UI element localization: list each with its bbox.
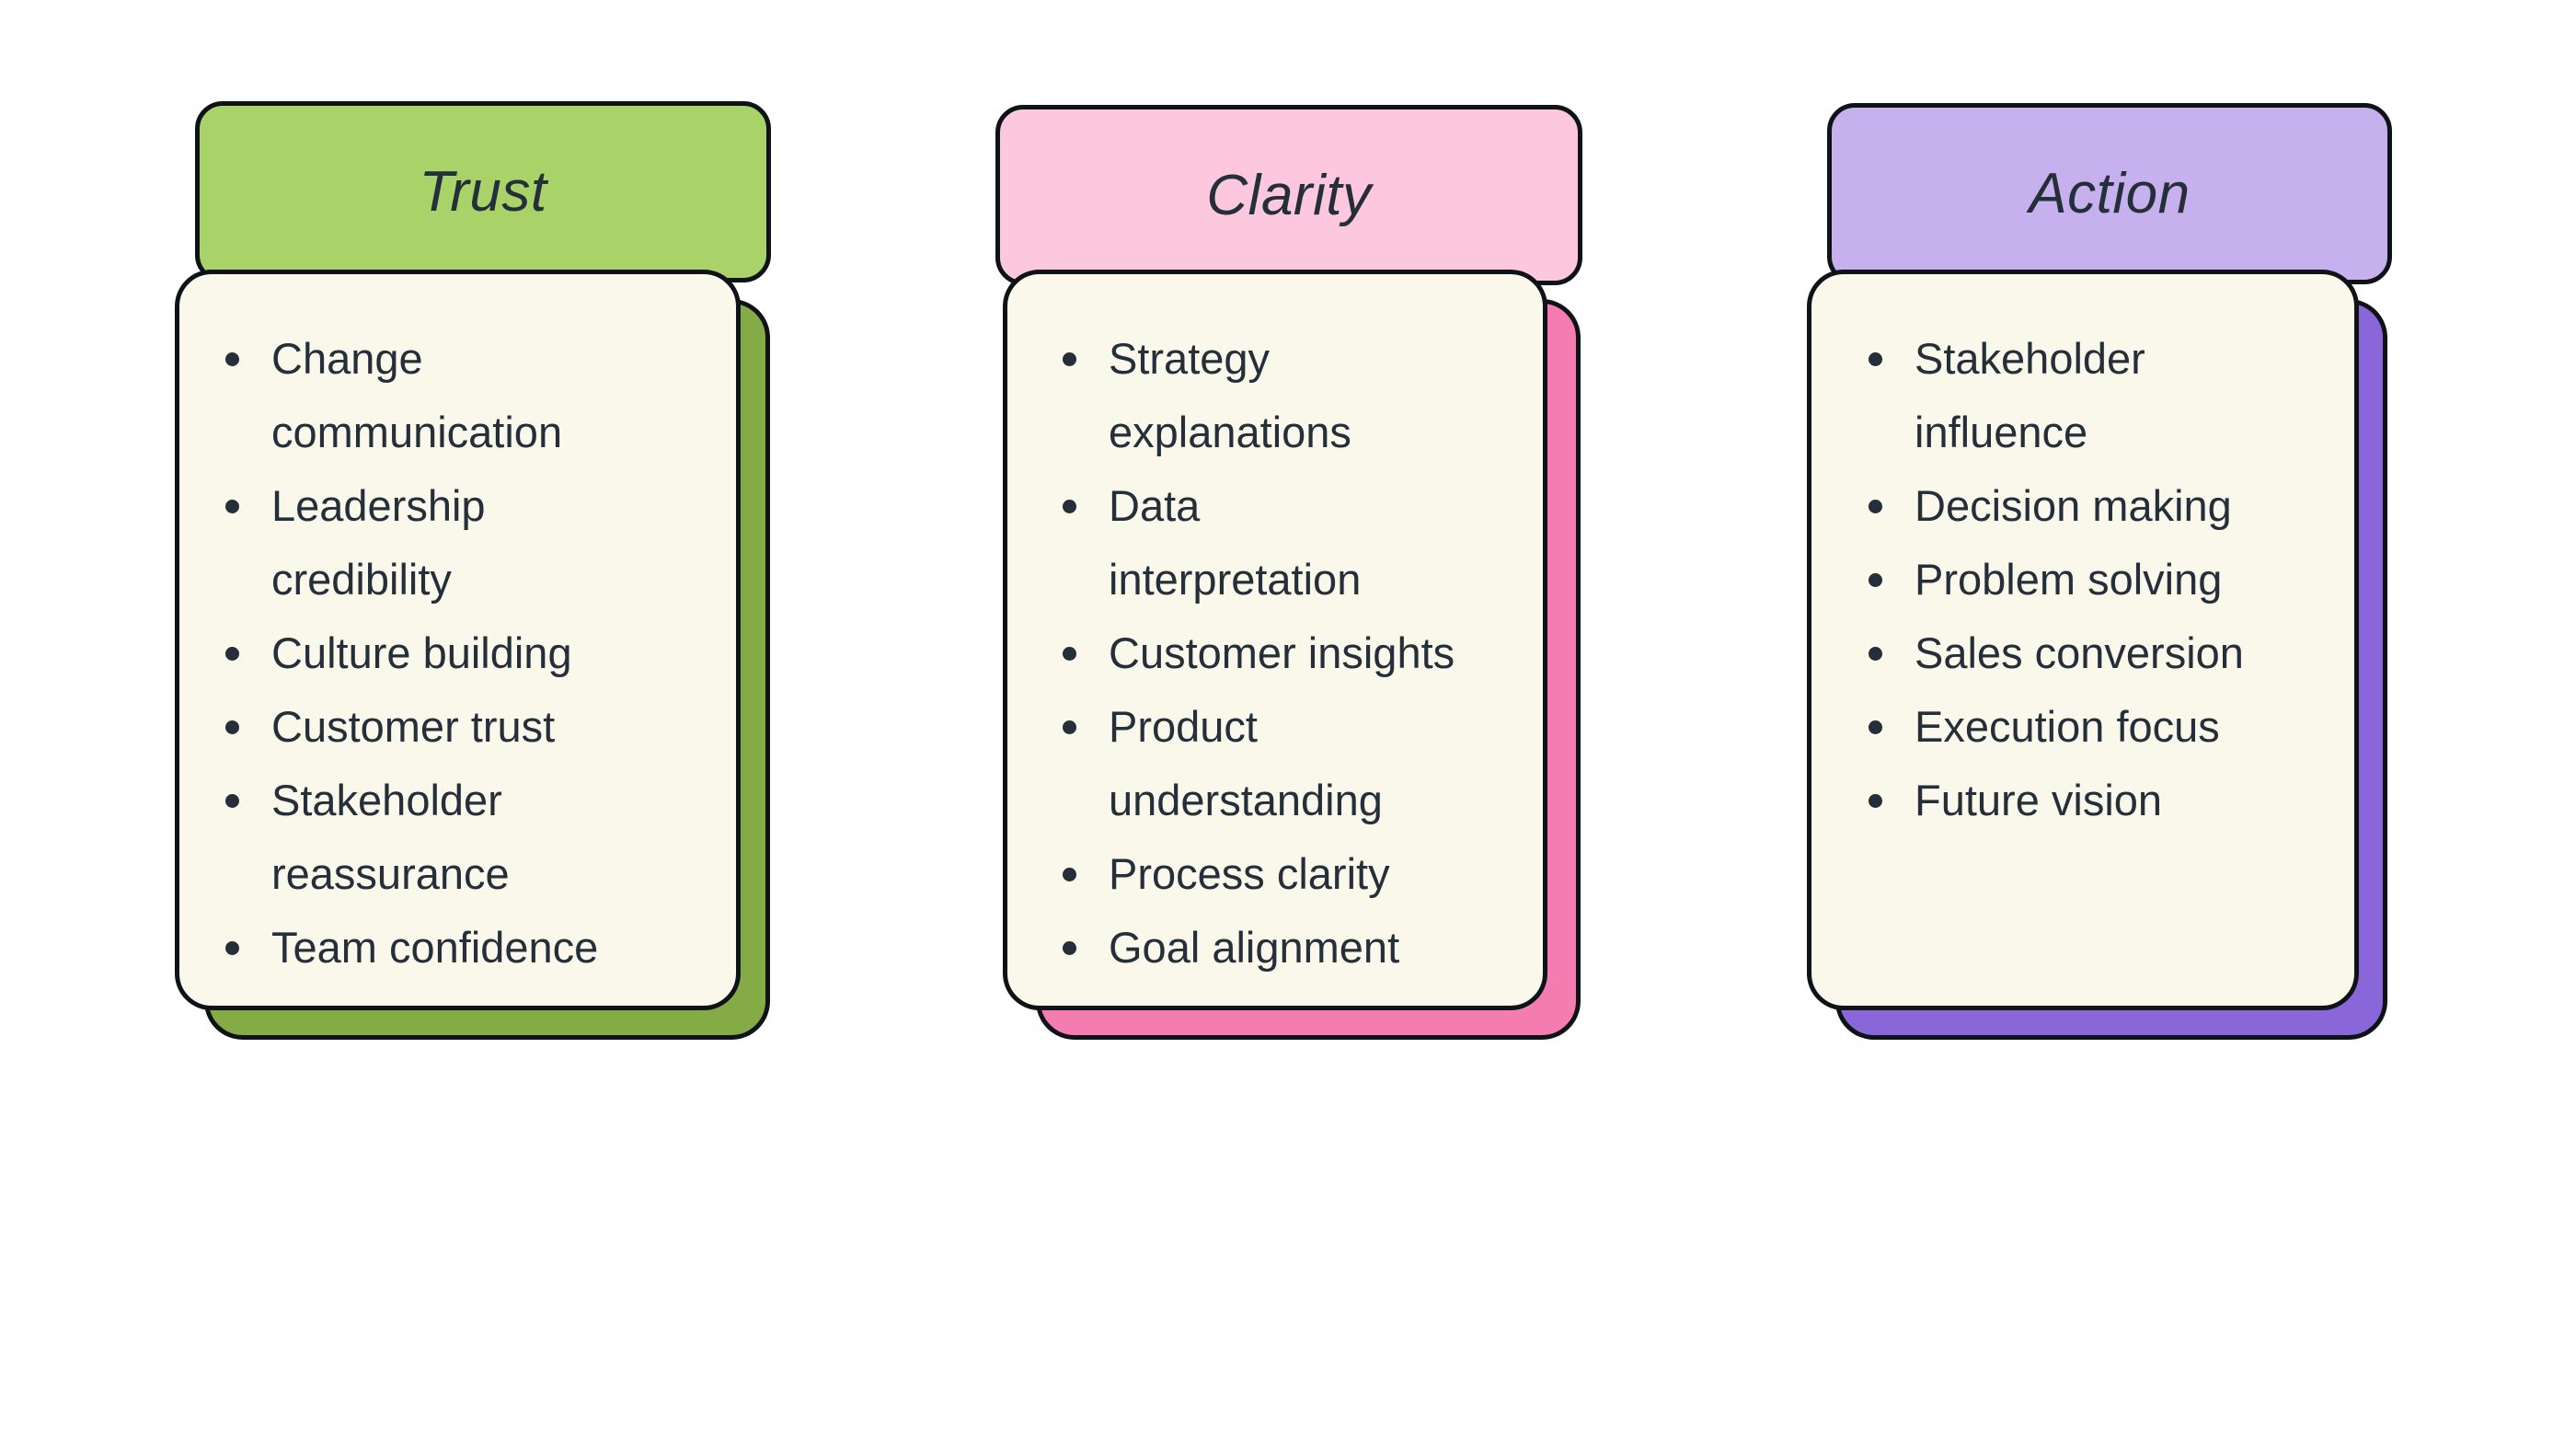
list-item: Sales conversion [1867,616,2287,690]
list-item: Team confidence [224,911,639,985]
list-item: Process clarity [1061,837,1459,911]
list-item: Culture building [224,616,639,690]
list-item: Execution focus [1867,690,2287,764]
list-item: Customer insights [1061,616,1459,690]
clarity-card-title: Clarity [1206,163,1372,227]
list-item: Stakeholder reassurance [224,764,639,911]
list-item: Leadership credibility [224,469,639,616]
clarity-card-header: Clarity [995,105,1582,285]
list-item: Customer trust [224,690,639,764]
list-item: Strategy explanations [1061,322,1459,469]
trust-card-title: Trust [419,160,547,224]
list-item: Goal alignment [1061,911,1459,985]
list-item: Stakeholder influence [1867,322,2287,469]
list-item: Future vision [1867,764,2287,837]
list-item: Product understanding [1061,690,1459,837]
action-card-header: Action [1827,103,2392,284]
list-item: Decision making [1867,469,2287,543]
list-item: Data interpretation [1061,469,1459,616]
list-item: Problem solving [1867,543,2287,616]
action-card-title: Action [2029,162,2191,225]
list-item: Change communication [224,322,639,469]
trust-card-header: Trust [195,101,771,282]
